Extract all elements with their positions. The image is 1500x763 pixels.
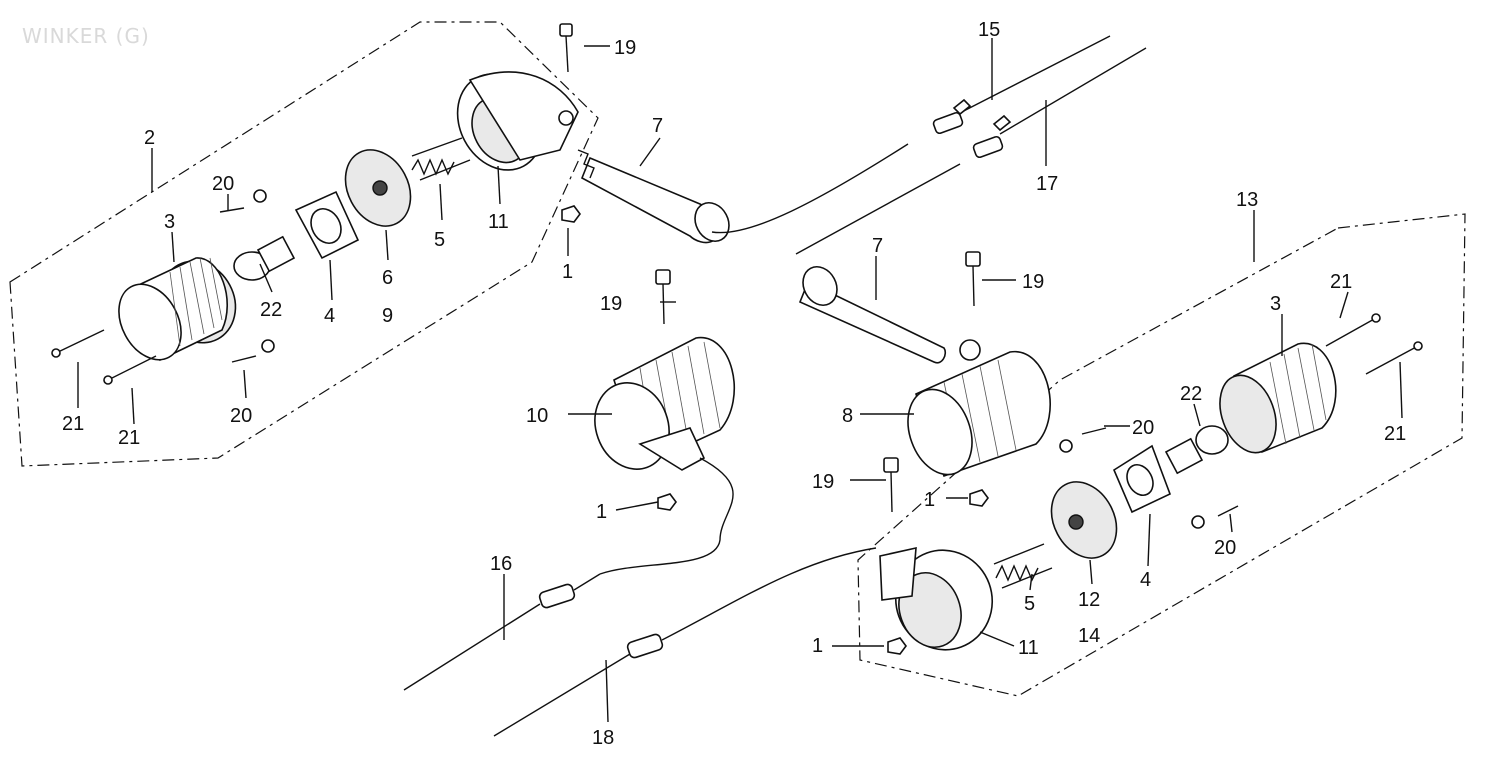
callout-21-left-b: 21	[118, 427, 140, 449]
spring-5-right	[993, 543, 1053, 589]
socket-12	[1050, 481, 1118, 559]
bulb-22-left	[233, 235, 296, 281]
winker-assembly-10	[594, 337, 735, 575]
callout-17: 17	[1036, 173, 1058, 195]
callout-5-left: 5	[434, 229, 445, 251]
bolt-19-d	[883, 457, 899, 513]
callout-11-right: 11	[1018, 637, 1039, 659]
callout-20-upper-right: 20	[1132, 417, 1154, 439]
bulb-22-right	[1164, 425, 1229, 475]
screw-20-right-a	[1081, 427, 1107, 435]
nut-1-lower	[887, 637, 907, 655]
socket-6-left	[344, 149, 412, 227]
lens-3-right	[1219, 342, 1337, 454]
callout-10: 10	[526, 405, 548, 427]
callout-4-right: 4	[1140, 569, 1151, 591]
spring-5-left	[411, 137, 471, 181]
callout-2: 2	[144, 127, 155, 149]
callout-3-right: 3	[1270, 293, 1281, 315]
diagram-title: WINKER (G)	[22, 24, 150, 48]
callout-21-right-b: 21	[1384, 423, 1406, 445]
housing-11-left	[456, 71, 579, 171]
callout-22-left: 22	[260, 299, 282, 321]
nut-20-right-b	[1191, 515, 1205, 529]
gasket-4-right	[1112, 444, 1172, 514]
screw-20-left-a	[219, 207, 245, 213]
harness-18	[493, 547, 877, 737]
callout-20-upper-left: 20	[212, 173, 234, 195]
stay-7-lower	[798, 266, 947, 364]
nut-1-upper	[561, 205, 581, 223]
callout-4-left: 4	[324, 305, 335, 327]
screw-21-right-b	[1365, 345, 1419, 375]
lens-3-left	[118, 257, 237, 362]
stay-7-upper	[577, 149, 730, 244]
callout-5-right: 5	[1024, 593, 1035, 615]
callout-11-left: 11	[488, 211, 509, 233]
callout-15: 15	[978, 19, 1000, 41]
bolt-19-a	[559, 23, 573, 73]
callout-14: 14	[1078, 625, 1100, 647]
bolt-19-b	[655, 269, 671, 325]
nut-1-mid-right	[969, 489, 989, 507]
callout-20-lower-right: 20	[1214, 537, 1236, 559]
harness-16	[403, 573, 601, 691]
callout-19-mid-right: 19	[1022, 271, 1044, 293]
callout-21-right-a: 21	[1330, 271, 1352, 293]
nut-20-left-a	[253, 189, 267, 203]
callout-22-right: 22	[1180, 383, 1202, 405]
housing-11-right	[879, 546, 994, 651]
cable-upper-left	[711, 143, 909, 234]
callout-12: 12	[1078, 589, 1100, 611]
callout-16: 16	[490, 553, 512, 575]
harness-17	[972, 47, 1147, 159]
cable-upper-right	[795, 163, 961, 255]
callout-19-mid-left: 19	[600, 293, 622, 315]
nut-20-left-b	[261, 339, 275, 353]
leader-lines	[77, 38, 1403, 723]
callout-20-lower-left: 20	[230, 405, 252, 427]
harness-15	[932, 35, 1111, 135]
callout-1-upper: 1	[562, 261, 573, 283]
gasket-4-left	[294, 190, 360, 260]
nut-20-right-a	[1059, 439, 1073, 453]
front-left-assembly-boundary	[9, 21, 599, 467]
callout-7-upper: 7	[652, 115, 663, 137]
screw-21-right-a	[1325, 317, 1377, 347]
winker-assembly-8	[907, 339, 1051, 478]
callout-8: 8	[842, 405, 853, 427]
callout-1-mid-left: 1	[596, 501, 607, 523]
callout-19-top: 19	[614, 37, 636, 59]
callout-19-lower: 19	[812, 471, 834, 493]
screw-20-right-b	[1217, 505, 1239, 517]
callout-7-lower: 7	[872, 235, 883, 257]
screw-21-left-a	[55, 329, 105, 354]
screw-20-left-b	[231, 355, 257, 363]
callout-6: 6	[382, 267, 393, 289]
callout-1-mid-right: 1	[924, 489, 935, 511]
bolt-19-c	[965, 251, 981, 307]
callout-21-left-a: 21	[62, 413, 84, 435]
nut-1-mid-left	[657, 493, 677, 511]
callout-9: 9	[382, 305, 393, 327]
callout-1-lower: 1	[812, 635, 823, 657]
callout-13: 13	[1236, 189, 1258, 211]
callout-18: 18	[592, 727, 614, 749]
callout-3-left: 3	[164, 211, 175, 233]
screw-21-left-b	[107, 355, 157, 381]
